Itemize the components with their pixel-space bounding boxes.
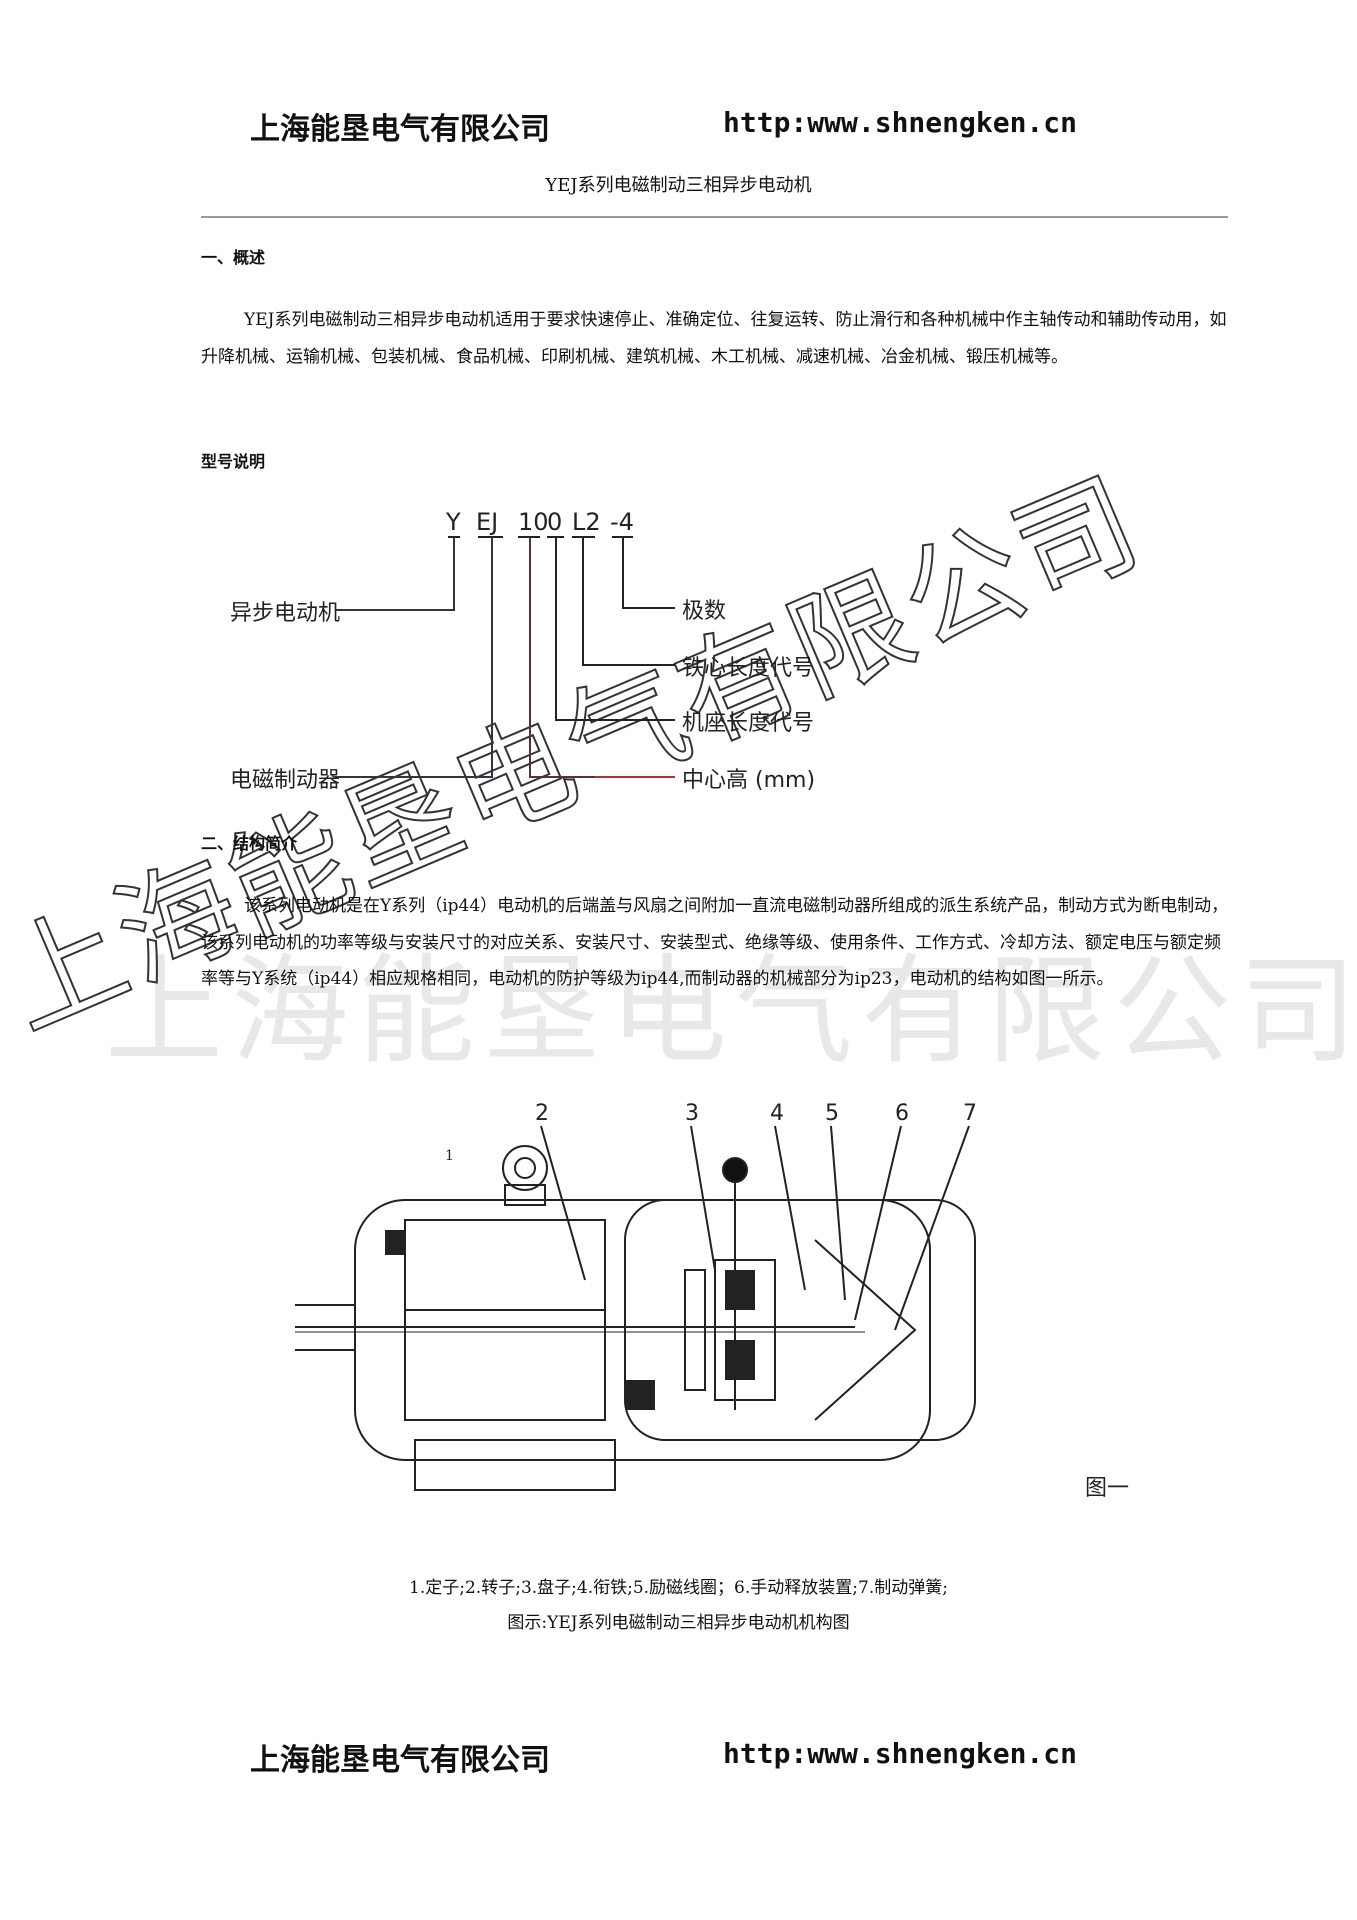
overview-text: YEJ系列电磁制动三相异步电动机适用于要求快速停止、准确定位、往复运转、防止滑行… [201,310,1227,367]
code-part-l2: L2 [572,508,601,536]
label-frame-length: 机座长度代号 [682,711,814,736]
callout-7: 7 [963,1101,977,1126]
label-poles: 极数 [682,599,726,624]
callout-6: 6 [895,1101,909,1126]
callout-3: 3 [685,1101,699,1126]
header-divider [201,216,1228,218]
figure-label: 图一 [1085,1476,1129,1501]
label-em-brake: 电磁制动器 [230,768,340,793]
footer-url[interactable]: http:www.shnengken.cn [723,1737,1078,1770]
section-overview-title: 一、概述 [201,248,266,267]
section-structure-paragraph: 该系列电动机是在Y系列（ip44）电动机的后端盖与风扇之间附加一直流电磁制动器所… [201,888,1231,998]
callout-1: 1 [445,1148,454,1164]
code-part-y: Y [445,508,461,536]
code-part-10: 10 [518,508,549,536]
motor-structure-figure: 2 3 4 5 6 7 图一 1 [295,1101,1129,1501]
section-structure-title: 二、结构简介 [201,834,298,853]
callout-4: 4 [770,1101,784,1126]
model-title: 型号说明 [201,452,266,471]
figure-caption-parts: 1.定子;2.转子;3.盘子;4.衔铁;5.励磁线圈；6.手动释放装置;7.制动… [409,1578,948,1598]
callout-5: 5 [825,1101,839,1126]
document-subtitle: YEJ系列电磁制动三相异步电动机 [545,175,812,196]
figure-caption-title: 图示:YEJ系列电磁制动三相异步电动机机构图 [507,1613,850,1633]
section-overview-paragraph: YEJ系列电磁制动三相异步电动机适用于要求快速停止、准确定位、往复运转、防止滑行… [201,302,1231,375]
code-part-0: 0 [547,508,562,536]
footer-company: 上海能垦电气有限公司 [250,1743,550,1778]
model-code-diagram: Y EJ 10 0 L2 -4 异步电动机 电磁制动器 极数 铁心长度代号 机座… [230,508,815,793]
header-url[interactable]: http:www.shnengken.cn [723,106,1078,139]
code-part-4: -4 [610,508,634,536]
header-company: 上海能垦电气有限公司 [250,112,550,147]
label-async-motor: 异步电动机 [230,601,340,626]
structure-text: 该系列电动机是在Y系列（ip44）电动机的后端盖与风扇之间附加一直流电磁制动器所… [201,896,1229,989]
callout-2: 2 [535,1101,549,1126]
code-part-ej: EJ [476,508,498,536]
label-center-height: 中心高 (mm) [682,768,815,793]
label-core-length: 铁心长度代号 [682,656,814,681]
